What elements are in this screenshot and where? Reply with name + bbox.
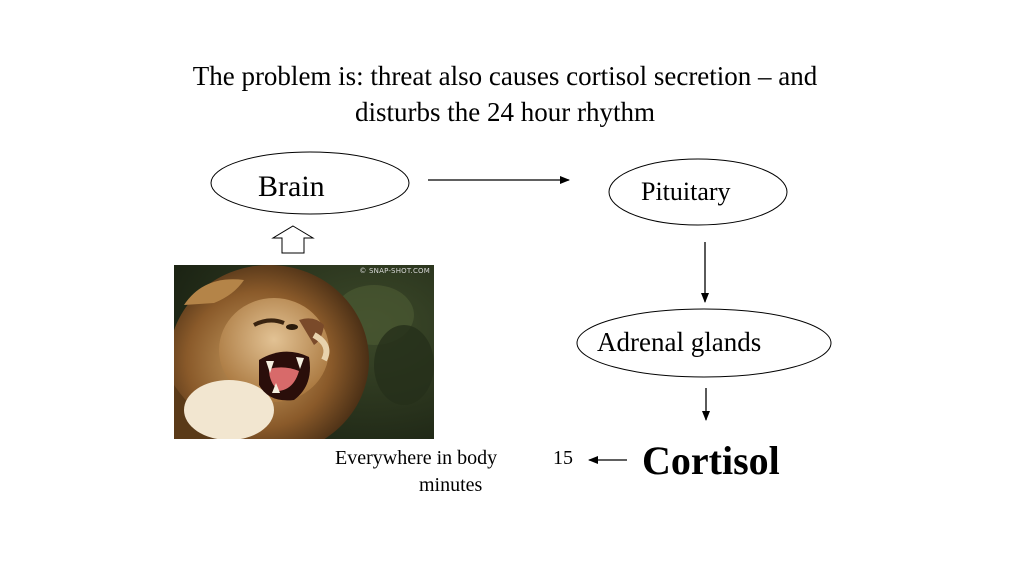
lion-photo: © SNAP-SHOT.COM	[174, 265, 434, 439]
pituitary-ellipse	[608, 158, 788, 226]
up-arrow-icon	[271, 225, 315, 254]
brain-ellipse	[210, 151, 410, 215]
adrenal-glands-label: Adrenal glands	[597, 327, 762, 357]
watermark-text: © SNAP-SHOT.COM	[359, 267, 430, 275]
time-value-label: 15	[553, 447, 573, 469]
title-line-1: The problem is: threat also causes corti…	[192, 61, 818, 91]
pituitary-label: Pituitary	[641, 177, 731, 206]
adrenal-ellipse	[576, 308, 832, 378]
brain-label: Brain	[258, 170, 325, 203]
cortisol-label: Cortisol	[642, 438, 780, 483]
lion-illustration	[174, 265, 434, 439]
time-unit-label: minutes	[419, 474, 483, 496]
slide-title: The problem is: threat also causes corti…	[120, 58, 890, 130]
effect-target-label: Everywhere in body	[335, 447, 498, 469]
title-line-2: disturbs the 24 hour rhythm	[355, 97, 655, 127]
